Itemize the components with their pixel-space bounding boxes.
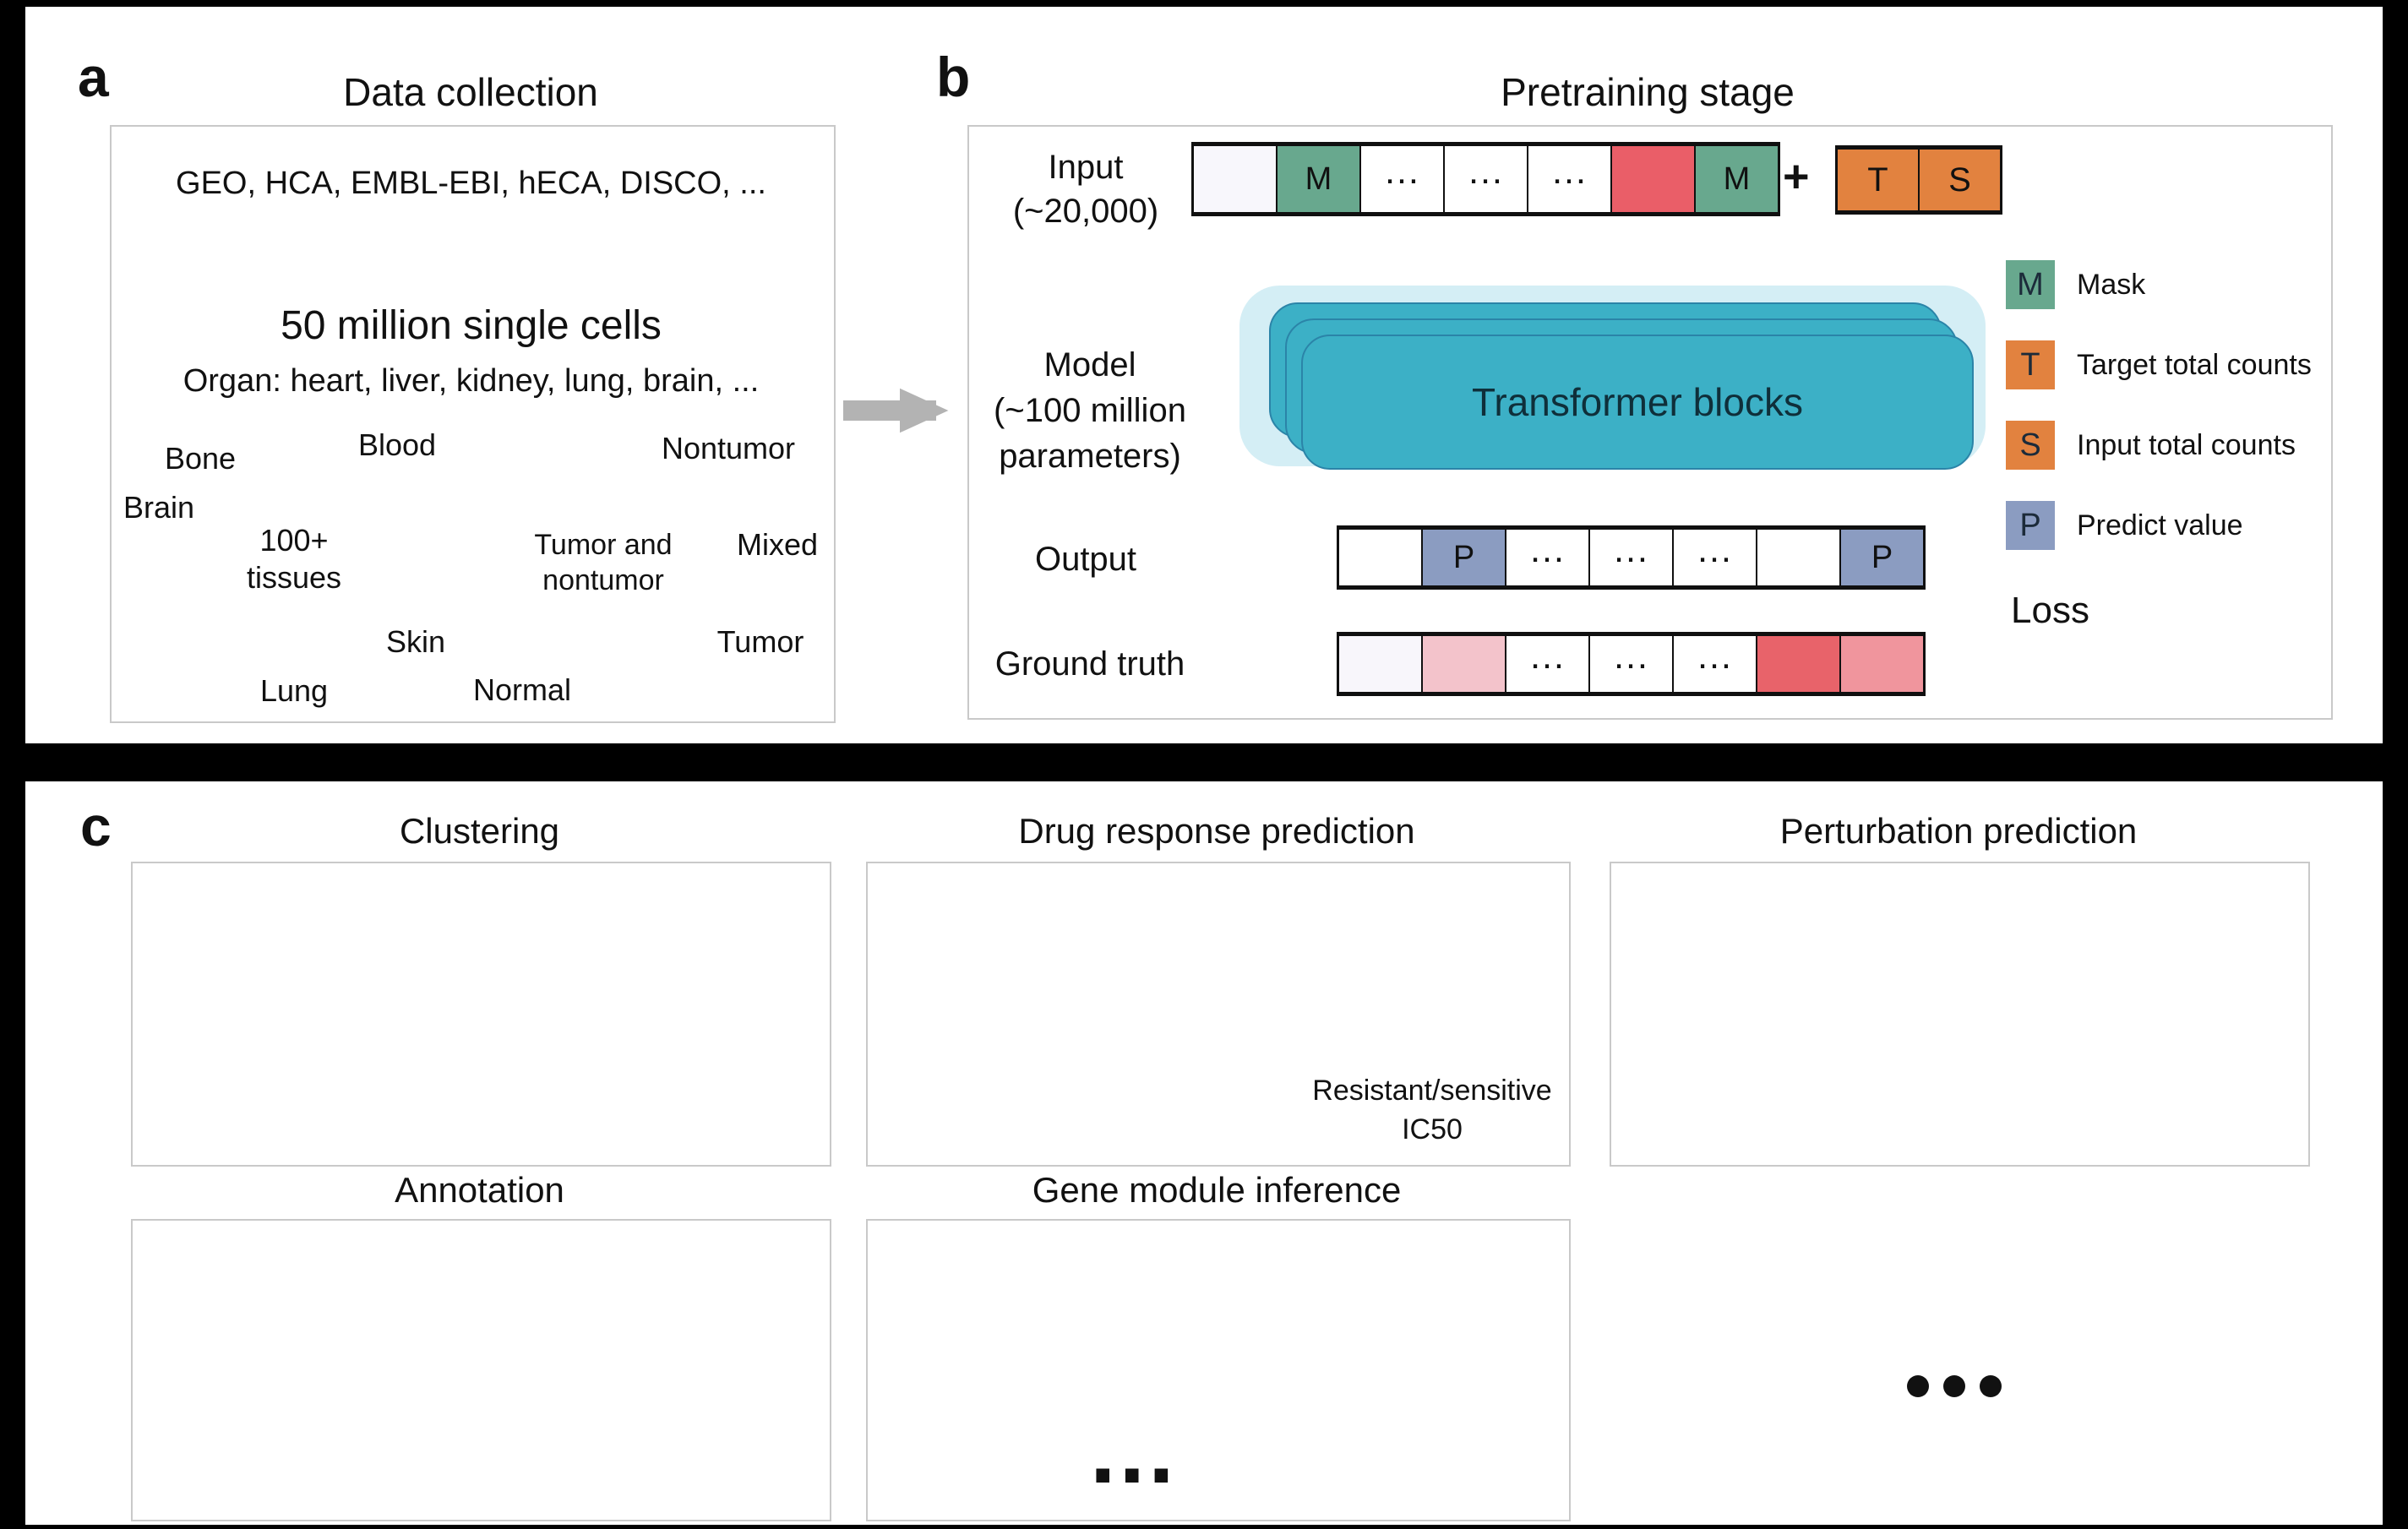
ground-truth-gene-row-cell (1841, 636, 1923, 692)
slice-label-blood: Blood (357, 427, 437, 462)
drug-result-line1: Resistant/sensitive (1312, 1075, 1552, 1107)
panel-a-title: Data collection (343, 70, 598, 114)
task-title-perturbation: Perturbation prediction (1779, 811, 2138, 851)
drug-response-box (866, 862, 1571, 1167)
panel-a-label: a (78, 46, 109, 108)
legend-swatch-P: P (2006, 501, 2055, 550)
slice-label-skin: Skin (385, 624, 446, 659)
output-gene-row-cell (1339, 530, 1421, 585)
input-row-label: Input(~20,000) (1012, 149, 1159, 230)
task-title-gene-module: Gene module inference (1032, 1170, 1402, 1210)
slice-label-bone: Bone (164, 441, 237, 476)
legend-item: S Input total counts (2006, 421, 2312, 470)
ground-truth-gene-row-cell (1757, 636, 1839, 692)
panel-b-title: Pretraining stage (1501, 70, 1795, 114)
gene-module-box (866, 1219, 1571, 1521)
input-gene-row-cell: M (1278, 146, 1359, 212)
output-gene-row-cell: … (1674, 529, 1756, 585)
drug-result-line2: IC50 (1402, 1113, 1463, 1145)
annotation-box (131, 1219, 831, 1521)
legend-label: Predict value (2077, 509, 2243, 541)
ground-truth-gene-row-cell: … (1674, 635, 1756, 692)
ground-truth-row-label: Ground truth (994, 645, 1185, 683)
loss-label: Loss (2011, 590, 2089, 631)
legend-swatch-T: T (2006, 340, 2055, 389)
input-gene-row-cell: … (1445, 146, 1527, 212)
slice-label-nontumor: Nontumor (661, 431, 796, 465)
ground-truth-gene-row: ……… (1337, 632, 1926, 696)
legend-item: T Target total counts (2006, 340, 2312, 389)
ground-truth-gene-row-cell: … (1590, 635, 1672, 692)
legend-item: P Predict value (2006, 501, 2312, 550)
slice-label-mixed: Mixed (736, 527, 819, 562)
input-gene-row-cell: … (1361, 146, 1443, 212)
panel-b-label: b (936, 46, 971, 108)
output-gene-row-cell: P (1423, 530, 1505, 585)
legend-swatch-S: S (2006, 421, 2055, 470)
slice-label-tumor: Tumor (716, 624, 804, 659)
gene-list-ellipsis: ... (1090, 1399, 1178, 1503)
perturbation-box (1610, 862, 2310, 1167)
legend-swatch-M: M (2006, 260, 2055, 309)
output-gene-row-cell: … (1590, 529, 1672, 585)
total-counts-row-cell: S (1920, 150, 2000, 210)
input-gene-row-cell: M (1696, 146, 1778, 212)
legend-label: Target total counts (2077, 348, 2312, 381)
panel-a-box (110, 125, 836, 723)
panel-c-label: c (80, 795, 112, 857)
plus-sign: + (1783, 151, 1810, 202)
legend-label: Input total counts (2077, 428, 2296, 461)
ground-truth-gene-row-cell (1339, 636, 1421, 692)
total-counts-row-cell: T (1838, 150, 1918, 210)
input-gene-row-cell (1612, 146, 1694, 212)
slice-label-lung: Lung (259, 673, 329, 708)
tissues-donut-center-label: 100+tissues (246, 523, 342, 595)
total-cells-text: 50 million single cells (281, 303, 662, 348)
data-sources-text: GEO, HCA, EMBL-EBI, hECA, DISCO, ... (176, 166, 766, 201)
ground-truth-gene-row-cell: … (1506, 635, 1588, 692)
task-title-drug-response: Drug response prediction (1018, 811, 1415, 851)
legend-item: M Mask (2006, 260, 2312, 309)
input-gene-row-cell (1194, 146, 1276, 212)
input-gene-row: M………M (1191, 142, 1780, 216)
input-gene-row-cell: … (1528, 146, 1610, 212)
output-gene-row: P………P (1337, 525, 1926, 590)
output-gene-row-cell (1757, 530, 1839, 585)
transformer-block-front: Transformer blocks (1301, 335, 1974, 470)
clustering-box (131, 862, 831, 1167)
output-row-label: Output (1034, 541, 1137, 578)
organs-text: Organ: heart, liver, kidney, lung, brain… (183, 363, 760, 399)
legend-label: Mask (2077, 268, 2146, 301)
task-title-annotation: Annotation (395, 1170, 564, 1210)
task-title-clustering: Clustering (399, 811, 560, 851)
output-gene-row-cell: … (1506, 529, 1588, 585)
slice-label-normal: Normal (472, 672, 571, 707)
output-gene-row-cell: P (1841, 530, 1923, 585)
ground-truth-gene-row-cell (1423, 636, 1505, 692)
slice-label-brain: Brain (123, 490, 195, 525)
